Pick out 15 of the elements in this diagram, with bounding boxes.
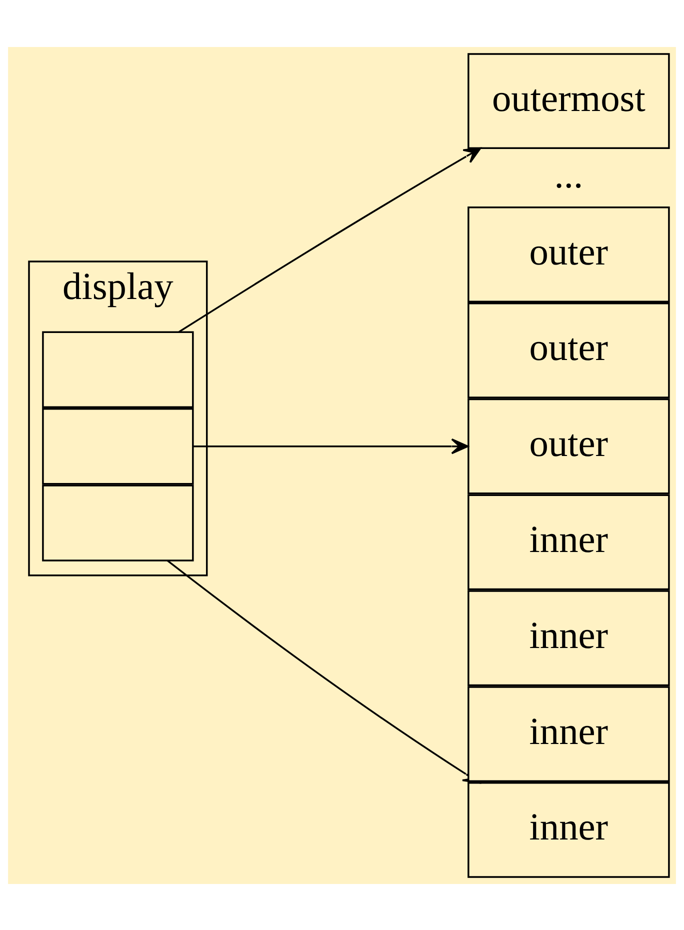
node-box [42,407,194,484]
node-box: outer [468,398,670,494]
node-box [42,484,194,561]
arrow [193,438,468,454]
node-box: inner [468,782,670,878]
node-box: outermost [468,52,670,149]
cluster: display [28,260,208,576]
arrow [178,146,482,332]
node-box: outer [468,302,670,398]
label: ... [554,154,584,196]
node-box: inner [468,494,670,590]
node-box [42,330,194,408]
node-box: outer [468,206,670,302]
node-box: inner [468,686,670,782]
node-box: inner [468,590,670,686]
